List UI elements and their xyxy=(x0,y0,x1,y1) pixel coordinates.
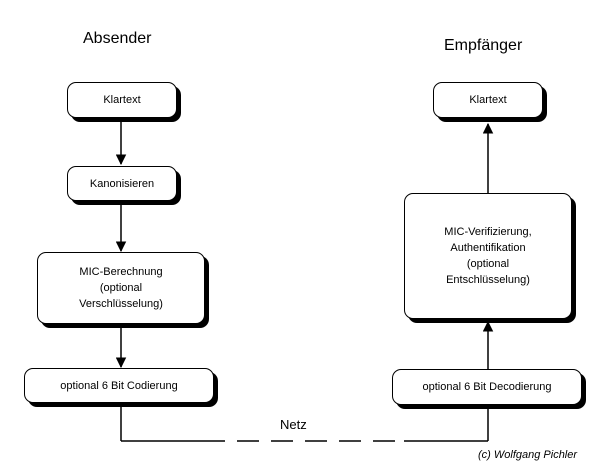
network-label: Netz xyxy=(280,417,307,432)
sender-title: Absender xyxy=(83,30,152,47)
credit-text: (c) Wolfgang Pichler xyxy=(478,449,578,461)
sender-node-codierung: optional 6 Bit Codierung xyxy=(24,368,214,403)
receiver-node-klartext: Klartext xyxy=(433,82,543,118)
receiver-node-decodierung: optional 6 Bit Decodierung xyxy=(392,369,582,405)
receiver-node-mic-verifizierung: MIC-Verifizierung, Authentifikation (opt… xyxy=(404,193,572,319)
sender-node-kanonisieren: Kanonisieren xyxy=(67,166,177,201)
sender-node-klartext: Klartext xyxy=(67,82,177,118)
sender-node-mic-berechnung: MIC-Berechnung (optional Verschlüsselung… xyxy=(37,252,205,324)
receiver-title: Empfänger xyxy=(444,37,523,54)
